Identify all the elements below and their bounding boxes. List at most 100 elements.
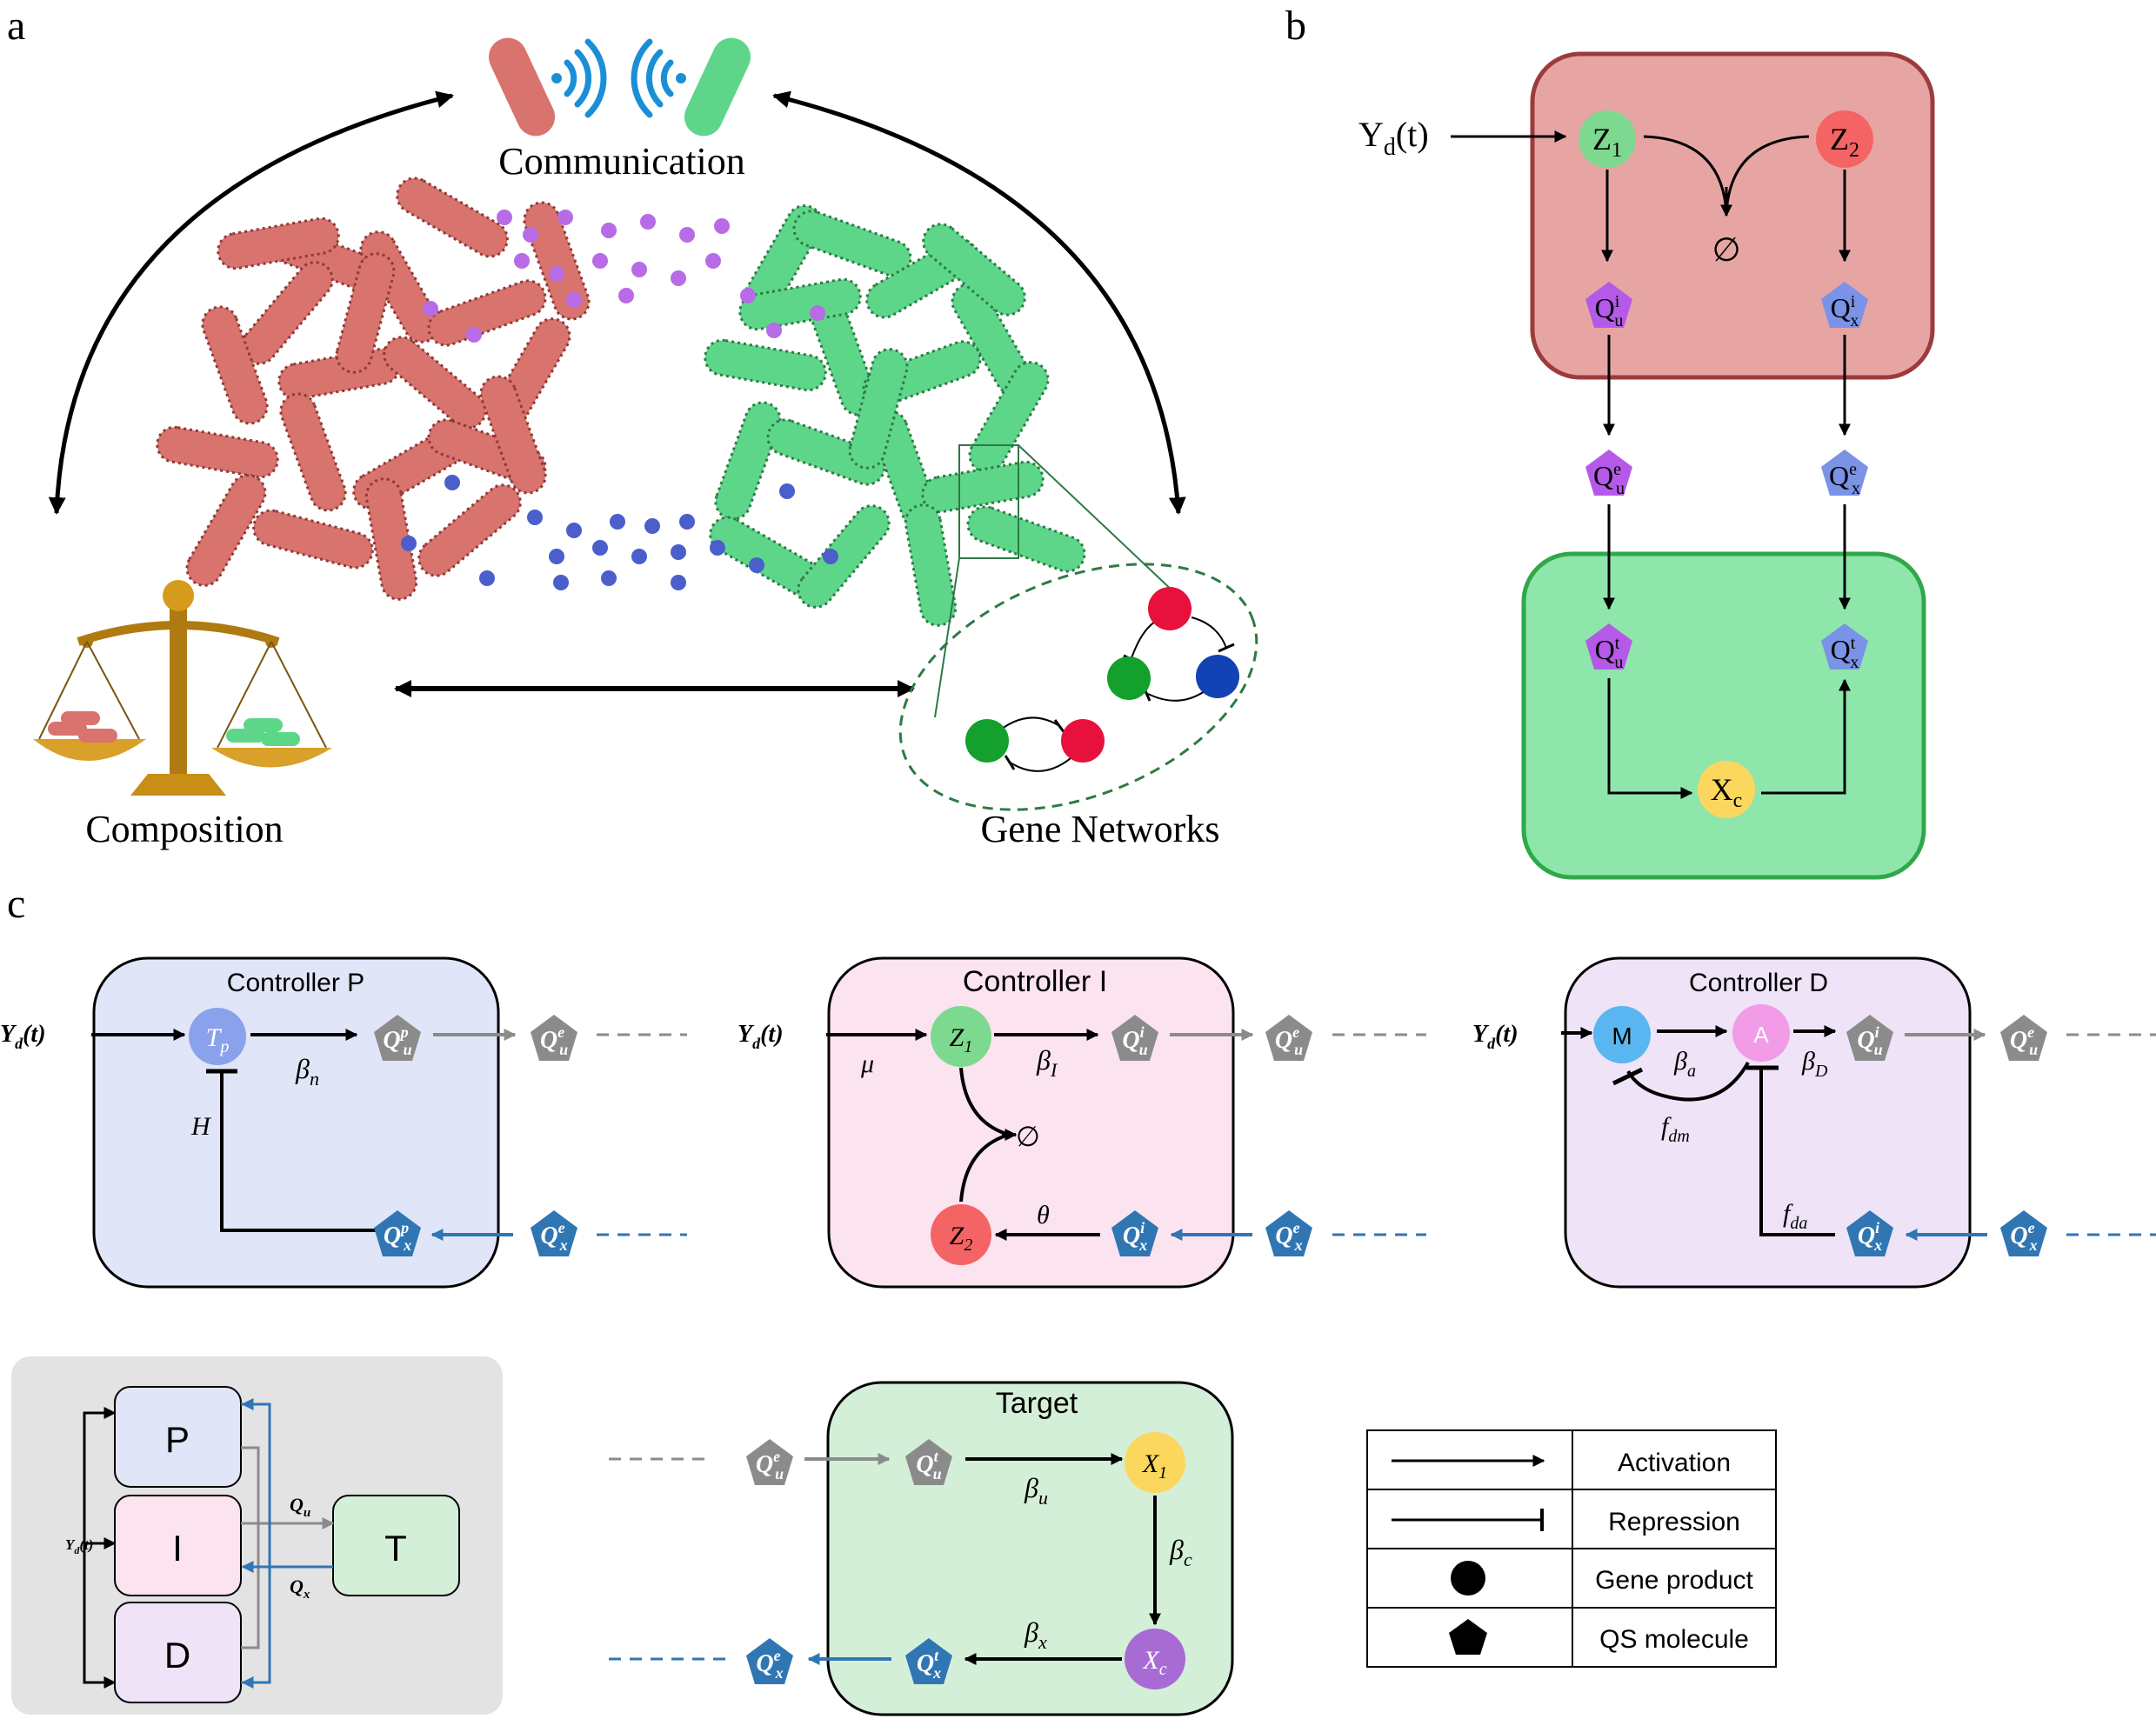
node-z1-controller — [931, 1006, 991, 1067]
blue-signal-dots — [401, 475, 838, 590]
svg-text:Qiu: Qiu — [1595, 292, 1624, 330]
balance-scale-icon — [33, 580, 332, 796]
controller-i-title: Controller I — [963, 965, 1107, 998]
svg-text:D: D — [164, 1635, 190, 1676]
gene-network-zoom — [898, 563, 1258, 811]
svg-text:Qix: Qix — [1858, 1219, 1882, 1254]
legend-qs-molecule-icon — [1449, 1619, 1487, 1655]
svg-text:βu: βu — [1024, 1472, 1048, 1509]
svg-text:Z2: Z2 — [950, 1222, 973, 1255]
panel-label-b: b — [1285, 3, 1306, 49]
svg-text:M: M — [1612, 1023, 1632, 1049]
node-tp — [189, 1008, 246, 1065]
svg-text:Qeu: Qeu — [2010, 1023, 2038, 1058]
svg-text:Qpx: Qpx — [384, 1219, 411, 1254]
gene-circuit-toggle — [965, 716, 1105, 772]
node-m — [1593, 1006, 1651, 1063]
svg-text:μ: μ — [860, 1049, 874, 1078]
legend-gene-product-icon — [1451, 1561, 1485, 1596]
svg-text:Qeu: Qeu — [1593, 460, 1625, 498]
gene-networks-label: Gene Networks — [981, 808, 1220, 850]
svg-text:Qex: Qex — [756, 1647, 783, 1682]
svg-text:Qtu: Qtu — [916, 1448, 941, 1482]
svg-text:Qex: Qex — [1275, 1219, 1302, 1254]
node-xc — [1698, 761, 1755, 818]
svg-text:∅: ∅ — [1016, 1121, 1040, 1152]
overview-p-box — [114, 1386, 242, 1488]
gene-circuit-repressilator — [1107, 587, 1239, 702]
svg-text:Qiu: Qiu — [1857, 1023, 1882, 1058]
svg-text:Xc: Xc — [1711, 772, 1743, 812]
node-z1 — [1579, 110, 1636, 168]
svg-text:T: T — [384, 1528, 407, 1569]
svg-text:βD: βD — [1801, 1047, 1828, 1081]
svg-text:Yd(t): Yd(t) — [0, 1021, 46, 1052]
node-z2 — [1816, 110, 1873, 168]
wifi-icon-right — [551, 38, 607, 118]
input-yd: Yd(t) — [1358, 115, 1429, 161]
empty-set-symbol: ∅ — [1712, 232, 1740, 269]
svg-text:Yd(t): Yd(t) — [1472, 1021, 1519, 1052]
legend-repression-label: Repression — [1608, 1508, 1740, 1536]
legend-qs-molecule-label: QS molecule — [1599, 1625, 1749, 1654]
svg-text:Tp: Tp — [206, 1023, 230, 1056]
svg-text:Qtx: Qtx — [1831, 634, 1859, 672]
legend-gene-product-label: Gene product — [1595, 1566, 1753, 1595]
svg-text:βx: βx — [1024, 1616, 1047, 1653]
svg-text:Yd(t): Yd(t) — [65, 1536, 93, 1556]
svg-text:Xc: Xc — [1142, 1646, 1166, 1679]
svg-text:A: A — [1753, 1022, 1769, 1048]
svg-text:Z1: Z1 — [1592, 122, 1622, 162]
overview-diagram: P I D T Yd(t) Qu Qx — [11, 1356, 503, 1715]
svg-text:βc: βc — [1169, 1534, 1192, 1570]
svg-text:Qiu: Qiu — [1122, 1023, 1147, 1058]
communication-label: Communication — [498, 140, 745, 183]
svg-text:Qtu: Qtu — [1595, 634, 1624, 672]
arrow-communication-composition — [48, 90, 454, 515]
node-a — [1732, 1004, 1790, 1062]
svg-text:Qix: Qix — [1831, 292, 1859, 330]
node-xc-target — [1125, 1629, 1185, 1689]
zoom-box — [958, 444, 1019, 559]
svg-text:P: P — [165, 1419, 190, 1460]
svg-text:X1: X1 — [1142, 1449, 1167, 1482]
svg-text:θ: θ — [1037, 1201, 1050, 1229]
svg-text:Qex: Qex — [540, 1219, 567, 1254]
target-title: Target — [996, 1387, 1078, 1420]
legend-activation-label: Activation — [1618, 1449, 1731, 1477]
svg-text:Qex: Qex — [2010, 1219, 2037, 1254]
svg-text:Qu: Qu — [290, 1494, 310, 1520]
controller-d-title: Controller D — [1689, 969, 1828, 997]
node-z2-controller — [931, 1204, 991, 1265]
overview-t-box — [332, 1495, 460, 1596]
legend: Activation Repression Gene product QS mo… — [1366, 1429, 1777, 1668]
communication-icon — [488, 37, 751, 137]
svg-text:Qx: Qx — [290, 1576, 310, 1602]
overview-d-box — [114, 1602, 242, 1703]
svg-text:Qix: Qix — [1123, 1219, 1147, 1254]
svg-text:Z1: Z1 — [950, 1023, 973, 1056]
svg-text:Qtx: Qtx — [917, 1647, 941, 1682]
svg-text:I: I — [172, 1528, 183, 1569]
target-cell-box — [1521, 551, 1926, 880]
svg-text:Qeu: Qeu — [756, 1448, 784, 1482]
svg-text:βn: βn — [295, 1053, 319, 1089]
svg-text:βI: βI — [1036, 1044, 1058, 1081]
svg-text:Qeu: Qeu — [1275, 1023, 1303, 1058]
node-x1 — [1125, 1432, 1185, 1493]
svg-text:Qex: Qex — [1829, 460, 1860, 498]
panel-label-a: a — [7, 3, 25, 49]
svg-text:Z2: Z2 — [1830, 122, 1859, 162]
composition-label: Composition — [85, 808, 283, 850]
svg-text:Yd(t): Yd(t) — [738, 1021, 784, 1052]
svg-text:Qeu: Qeu — [540, 1023, 568, 1058]
svg-text:fdm: fdm — [1661, 1112, 1690, 1146]
controller-p-title: Controller P — [227, 969, 364, 997]
svg-text:Qpu: Qpu — [383, 1023, 411, 1058]
